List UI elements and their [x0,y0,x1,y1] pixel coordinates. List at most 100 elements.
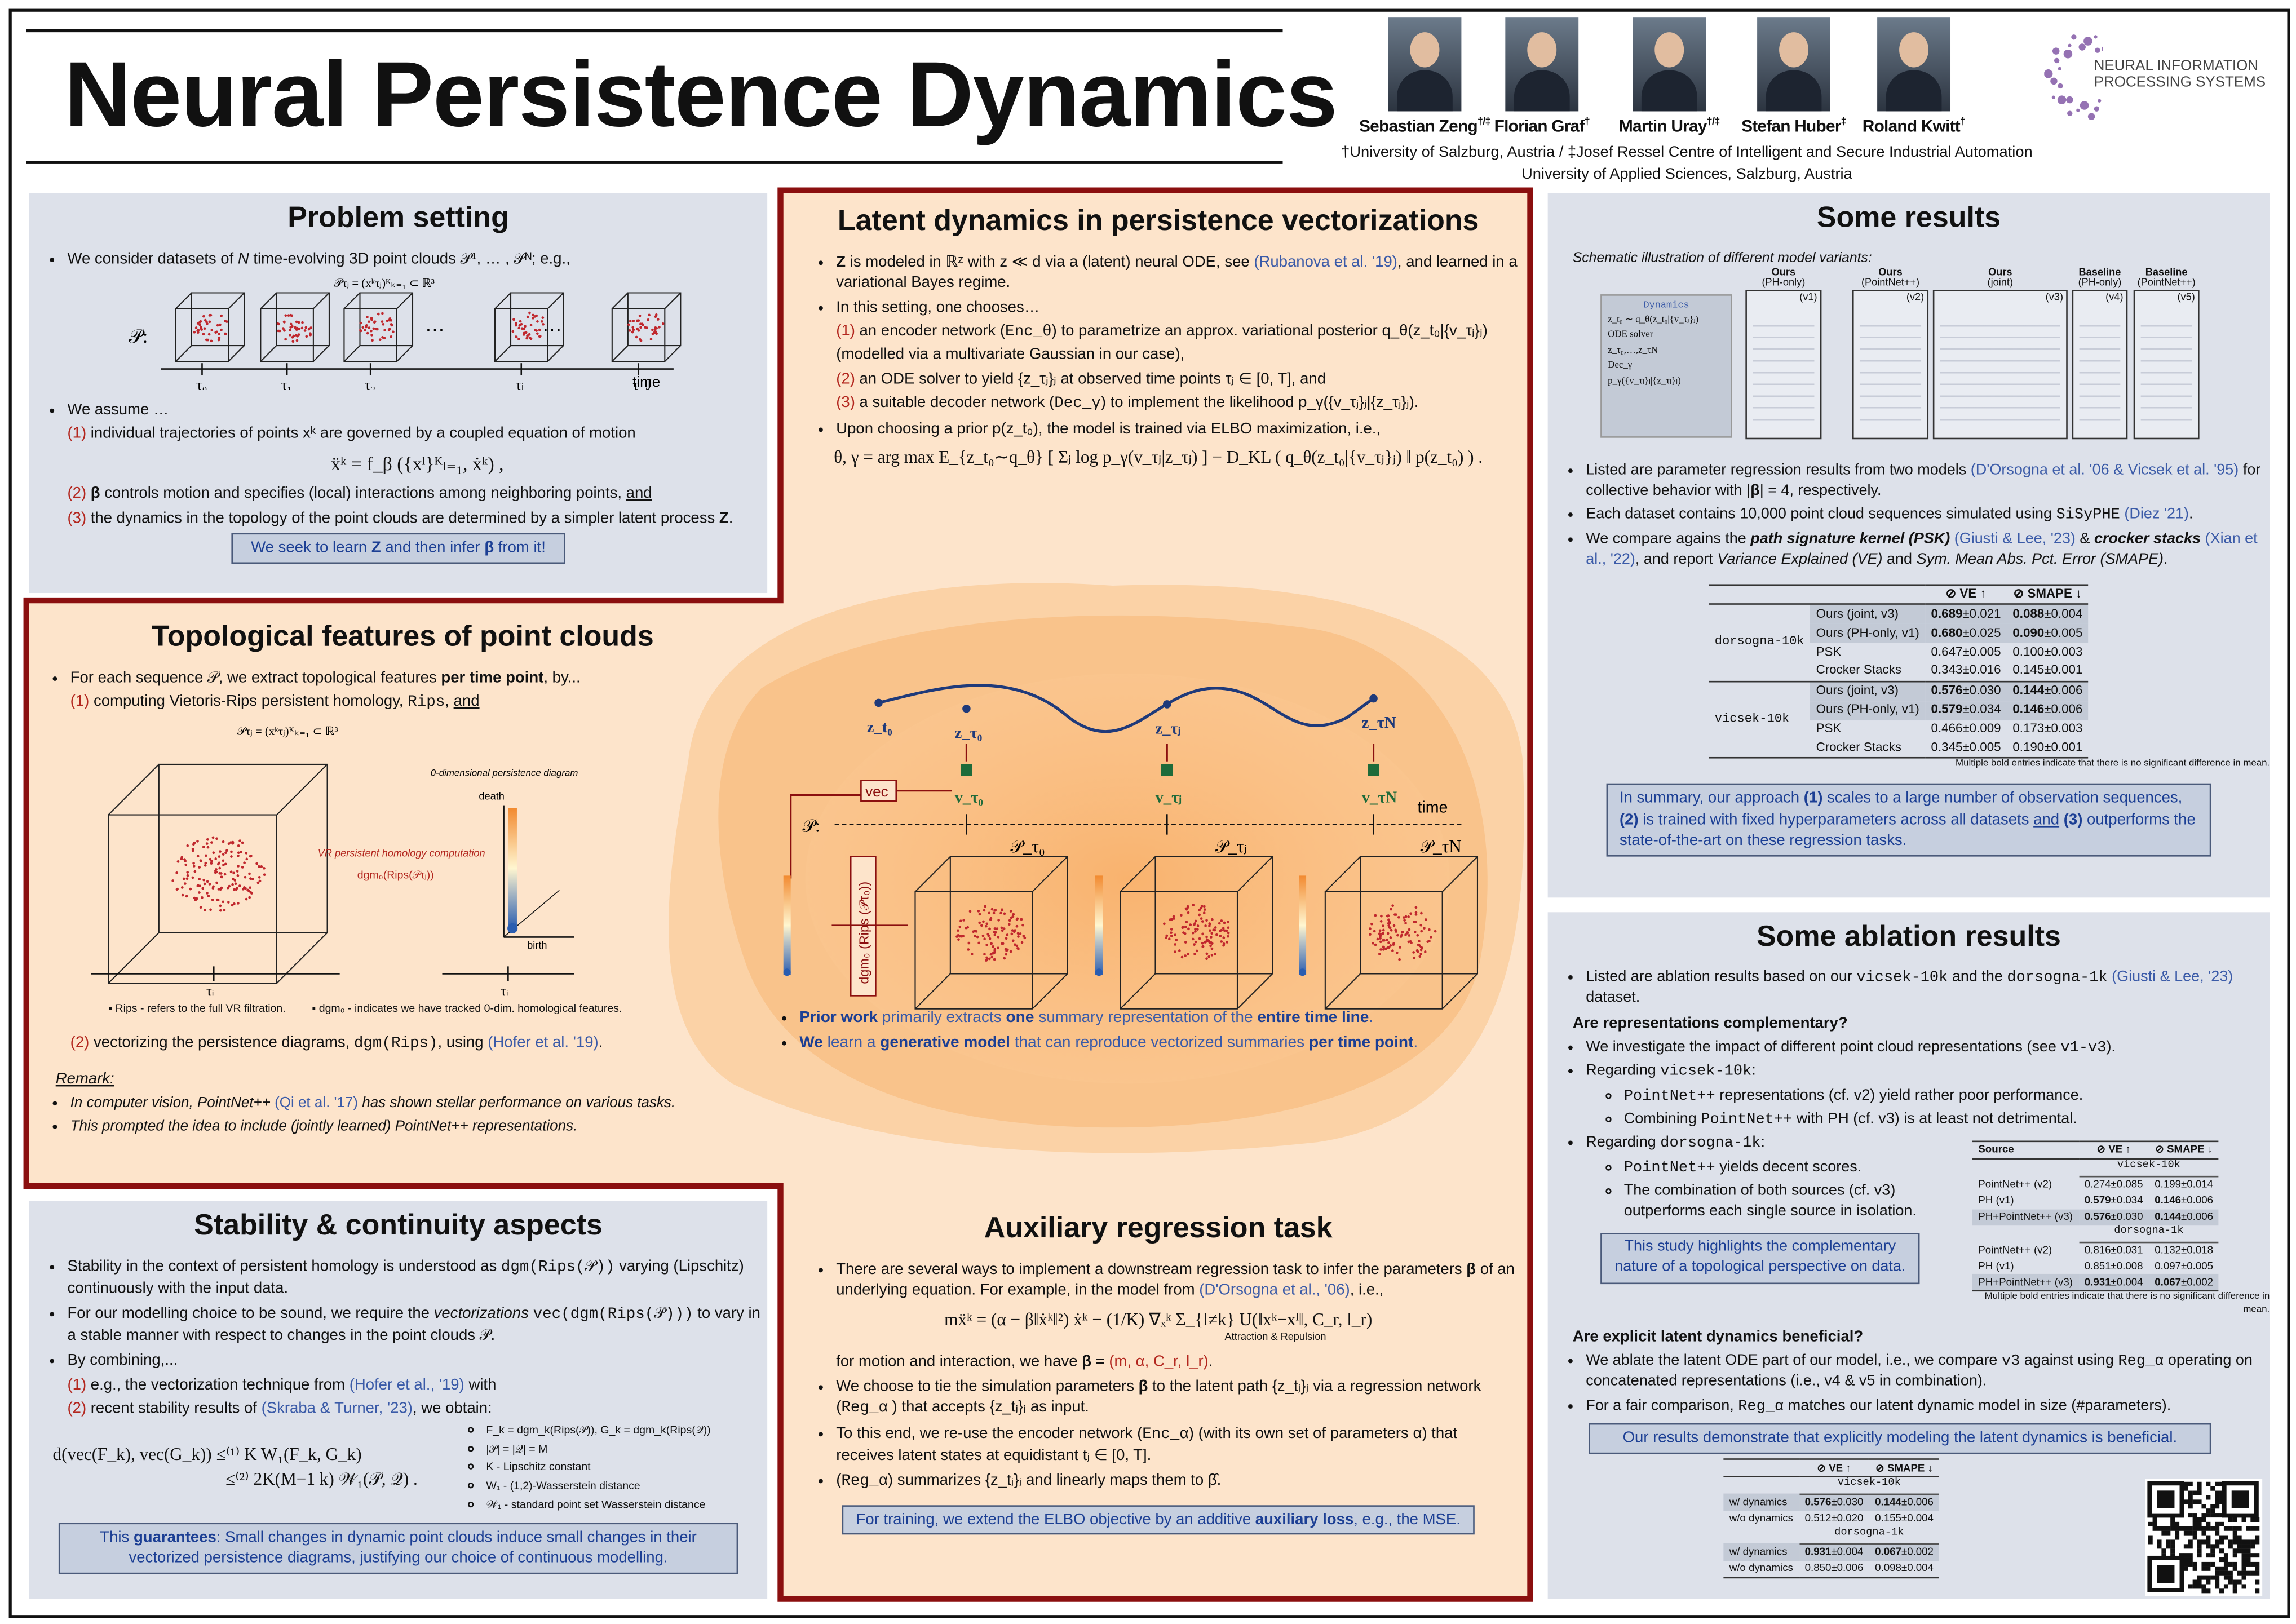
persistence-colorbar [508,808,517,928]
text-segment: Each dataset contains 10,000 point cloud… [1586,507,2056,524]
smape-cell: 0.146±0.006 [2006,701,2089,720]
qr-module [2232,1566,2237,1571]
point [990,942,993,945]
point [990,955,994,959]
ve-cell: 0.851±0.008 [2078,1259,2149,1275]
qr-module [2157,1526,2162,1531]
footnote-text: Rips - refers to the full VR filtration. [115,1002,286,1016]
point [1174,933,1177,936]
point [224,333,227,336]
text-segment: (2) [1619,811,1639,829]
model-variant: Ours(PH-only)(v1) [1745,268,1822,440]
point [196,322,200,325]
qr-module [2250,1570,2255,1576]
title-rule-top [26,29,1283,33]
text-segment: , e.g., the MSE. [1353,1510,1461,1529]
point [303,329,307,333]
qr-module [2206,1521,2211,1526]
point [1205,935,1208,939]
text-segment: dgm(Rips(𝒫)) [501,1258,615,1277]
logo-dot [2057,95,2067,104]
tick-label: τⱼ [515,377,524,390]
text-segment: (2) [67,484,91,502]
point [538,335,541,338]
point [382,323,385,326]
point [536,320,539,324]
point [1379,948,1382,951]
point [1404,915,1408,918]
text-segment: For training, we extend the ELBO objecti… [856,1510,1255,1529]
point [294,326,297,329]
text-segment: and [2033,811,2060,829]
qr-module [2219,1495,2224,1500]
row-label: PH (v1) [1978,1193,2014,1207]
point [1169,918,1172,921]
qr-module [2183,1561,2188,1567]
point [193,331,196,334]
smape-sd: ±0.003 [2044,643,2083,658]
point [1015,924,1019,928]
qr-module [2223,1566,2228,1571]
point [206,880,209,883]
point [390,323,393,326]
qr-module [2255,1553,2260,1558]
point [986,932,990,936]
dataset-label: vicsek-10k [2078,1158,2219,1177]
point [289,334,291,337]
persistence-point [507,923,518,933]
text-segment: Enc_α [1142,1426,1189,1444]
text-segment: : Small changes in dynamic point clouds … [129,1528,697,1568]
smape-sd: ±0.004 [1901,1511,1934,1525]
point [1200,905,1204,908]
vector-label: v_τⱼ [1156,789,1182,806]
point [638,315,642,318]
point [988,957,991,961]
group-header-row: dorsogna-1k [1723,1526,1940,1545]
qr-module [2219,1570,2224,1576]
latent-state-dot [962,704,971,713]
author-name: Sebastian Zeng†/‡ [1330,116,1520,140]
point [361,326,365,329]
text-segment: a suitable decoder network ( [859,394,1055,412]
stability-equation: d(vec(F_k), vec(G_k)) ≤⁽¹⁾ K W₁(F_k, G_k… [53,1442,448,1491]
point [1194,940,1197,944]
point [199,320,202,324]
point [370,330,373,333]
ve-sd: ±0.034 [2111,1193,2143,1207]
point [1409,912,1413,915]
point [370,334,373,337]
smape-mean: 0.199 [2155,1178,2182,1191]
text-segment: Dec_γ [1054,396,1101,414]
point [1205,957,1208,961]
variant-sub: (PH-only) [1762,278,1806,289]
point [219,909,222,912]
point [1390,908,1392,911]
qr-module [2183,1481,2188,1486]
point [1202,911,1206,914]
point [211,898,214,901]
point [237,844,240,847]
tick-label: τ₂ [365,377,376,390]
qr-module [2188,1561,2193,1567]
point [532,314,534,317]
smape-cell: 0.173±0.003 [2007,720,2089,738]
text-segment: to vary in a stable manner with respect … [67,1304,760,1345]
text-segment: Variance Explained (VE) [1717,552,1883,569]
text-segment: per time point [441,669,544,687]
qr-code-icon[interactable] [2145,1479,2263,1596]
text-segment: In this setting, one chooses… [836,298,1040,316]
qr-module [2241,1553,2246,1558]
qr-module [2215,1490,2220,1495]
point [1163,922,1166,926]
logo-dot [2054,57,2060,64]
qr-module [2206,1579,2211,1585]
table-header-row: Source⊘ VE ↑⊘ SMAPE ↓ [1972,1141,2219,1159]
qr-module [2197,1517,2202,1522]
panel-topological-features: Topological features of point clouds For… [32,612,773,1140]
citation: (D'Orsogna et al., '06) [1199,1281,1350,1299]
point [1404,922,1407,924]
qr-module [2188,1481,2193,1486]
row-label: w/ dynamics [1723,1543,1799,1561]
